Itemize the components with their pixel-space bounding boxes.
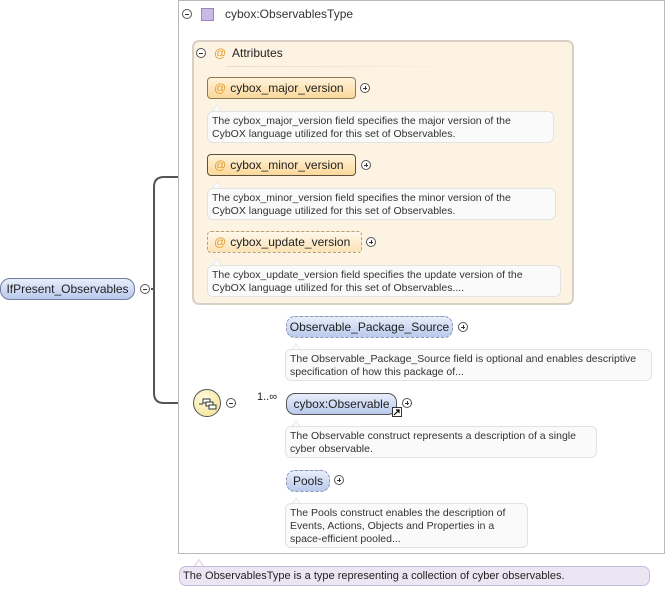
doc-line: CybOX language utilized for this set of … — [212, 282, 465, 294]
element-node-observable-package-source[interactable]: Observable_Package_Source — [286, 316, 453, 338]
element-doc-cybox-observable: The Observable construct represents a de… — [285, 426, 597, 458]
doc-line: CybOX language utilized for this set of … — [212, 205, 456, 217]
attribute-doc-cybox-major-version: The cybox_major_version field specifies … — [207, 111, 554, 143]
element-node-pools[interactable]: Pools — [286, 470, 330, 492]
expand-plus-icon[interactable] — [366, 237, 376, 247]
element-doc-pools: The Pools construct enables the descript… — [285, 503, 528, 548]
doc-pointer — [291, 420, 301, 427]
doc-line: specification of how this package of... — [290, 366, 464, 378]
expand-plus-icon[interactable] — [402, 398, 412, 408]
attributes-box — [192, 40, 574, 305]
attribute-at-icon: @ — [214, 81, 227, 95]
attribute-doc-cybox-minor-version: The cybox_minor_version field specifies … — [207, 188, 556, 220]
attribute-name: cybox_update_version — [230, 235, 351, 249]
attribute-name: cybox_major_version — [230, 81, 344, 95]
doc-line: Events, Actions, Objects and Properties … — [290, 520, 495, 532]
doc-line: The Pools construct enables the descript… — [290, 507, 506, 519]
reference-arrow-icon — [392, 407, 402, 417]
doc-line: space-efficient pooled... — [290, 533, 401, 545]
collapse-attributes-icon[interactable] — [196, 48, 206, 58]
attribute-node-cybox-major-version[interactable]: @cybox_major_version — [207, 77, 356, 99]
type-documentation: The ObservablesType is a type representi… — [179, 566, 650, 586]
type-title: cybox:ObservablesType — [225, 7, 354, 21]
attribute-node-cybox-minor-version[interactable]: @cybox_minor_version — [207, 154, 356, 176]
attribute-at-icon: @ — [214, 235, 227, 249]
expand-plus-icon[interactable] — [458, 322, 468, 332]
attribute-at-icon: @ — [214, 158, 227, 172]
element-doc-observable-package-source: The Observable_Package_Source field is o… — [285, 349, 652, 381]
sequence-icon[interactable] — [193, 389, 221, 417]
complex-type-icon — [201, 8, 214, 21]
doc-pointer — [212, 181, 222, 188]
doc-line: The cybox_update_version field specifies… — [212, 269, 523, 281]
root-element-node[interactable]: IfPresent_Observables — [0, 278, 135, 300]
doc-line: The cybox_minor_version field specifies … — [212, 192, 511, 204]
doc-line: cyber observable. — [290, 443, 373, 455]
doc-line: The Observable construct represents a de… — [290, 430, 576, 442]
doc-pointer — [212, 258, 222, 265]
doc-pointer — [291, 343, 301, 350]
expand-plus-icon[interactable] — [334, 475, 344, 485]
expand-plus-icon[interactable] — [360, 83, 370, 93]
attribute-at-icon: @ — [214, 46, 227, 60]
collapse-root-icon[interactable] — [140, 284, 150, 294]
doc-pointer — [212, 104, 222, 111]
attributes-divider — [226, 66, 476, 67]
doc-pointer — [194, 559, 204, 566]
collapse-sequence-icon[interactable] — [226, 398, 236, 408]
element-node-cybox-observable[interactable]: cybox:Observable — [286, 393, 397, 415]
doc-line: CybOX language utilized for this set of … — [212, 128, 456, 140]
collapse-type-icon[interactable] — [182, 9, 192, 19]
doc-line: The Observable_Package_Source field is o… — [290, 353, 637, 365]
expand-plus-icon[interactable] — [361, 160, 371, 170]
attribute-node-cybox-update-version[interactable]: @cybox_update_version — [207, 231, 362, 253]
doc-pointer — [291, 497, 301, 504]
attribute-name: cybox_minor_version — [230, 158, 344, 172]
attribute-doc-cybox-update-version: The cybox_update_version field specifies… — [207, 265, 561, 297]
attributes-title: Attributes — [232, 46, 283, 60]
cardinality-label: 1..∞ — [257, 391, 278, 403]
doc-line: The cybox_major_version field specifies … — [212, 115, 511, 127]
